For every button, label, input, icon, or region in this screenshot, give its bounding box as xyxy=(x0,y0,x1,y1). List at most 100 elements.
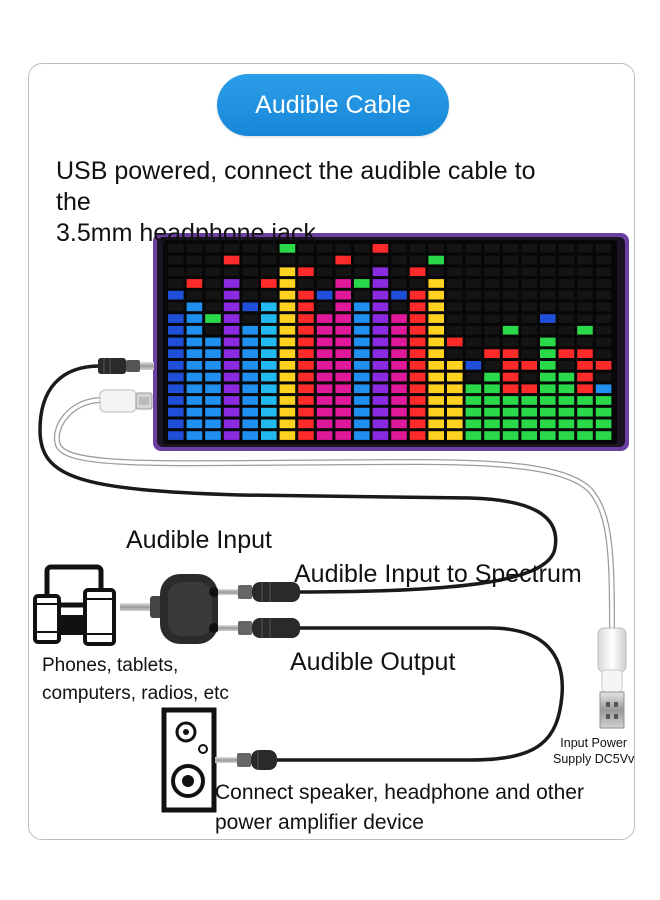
led-cell xyxy=(354,384,370,394)
led-cell xyxy=(391,407,407,417)
led-cell xyxy=(372,279,389,288)
led-cell xyxy=(502,361,519,370)
led-cell xyxy=(354,290,370,300)
led-cell xyxy=(205,431,221,440)
led-cell xyxy=(298,279,314,288)
led-cell xyxy=(242,244,258,253)
usb-plug-icon xyxy=(597,627,627,729)
led-cell xyxy=(558,314,575,323)
led-cell xyxy=(465,302,482,312)
led-cell xyxy=(391,244,407,253)
led-cell xyxy=(335,396,351,405)
led-cell xyxy=(428,325,444,335)
led-cell xyxy=(428,337,444,347)
led-cell xyxy=(223,337,240,347)
led-cell xyxy=(447,349,463,358)
led-cell xyxy=(205,290,221,300)
led-cell xyxy=(186,361,203,370)
led-cell xyxy=(558,255,575,265)
led-cell xyxy=(484,407,500,417)
led-cell xyxy=(242,290,258,300)
led-cell xyxy=(595,302,612,312)
led-cell xyxy=(223,302,240,312)
led-cell xyxy=(447,255,463,265)
led-cell xyxy=(540,325,556,335)
led-cell xyxy=(168,384,184,394)
label-devices-line-2: computers, radios, etc xyxy=(42,683,229,704)
led-cell xyxy=(168,244,184,253)
led-cell xyxy=(521,372,537,382)
led-cell xyxy=(205,407,221,417)
led-cell xyxy=(316,349,333,358)
panel-audio-plug xyxy=(98,358,154,374)
led-peak-cell xyxy=(484,349,500,358)
led-peak-cell xyxy=(577,325,593,335)
led-cell xyxy=(484,267,500,277)
led-cell xyxy=(335,337,351,347)
led-cell xyxy=(521,337,537,347)
led-cell xyxy=(372,290,389,300)
led-cell xyxy=(186,384,203,394)
led-cell xyxy=(391,361,407,370)
led-cell xyxy=(298,244,314,253)
led-peak-cell xyxy=(391,290,407,300)
led-cell xyxy=(409,337,426,347)
led-cell xyxy=(428,384,444,394)
led-cell xyxy=(484,384,500,394)
led-cell xyxy=(372,302,389,312)
led-cell xyxy=(316,267,333,277)
led-cell xyxy=(465,384,482,394)
led-cell xyxy=(577,314,593,323)
led-cell xyxy=(577,431,593,440)
led-cell xyxy=(409,255,426,265)
led-cell xyxy=(577,337,593,347)
led-cell xyxy=(540,290,556,300)
led-cell xyxy=(261,337,277,347)
led-cell xyxy=(279,325,296,335)
led-cell xyxy=(261,244,277,253)
led-cell xyxy=(316,361,333,370)
led-cell xyxy=(391,396,407,405)
led-peak-cell xyxy=(558,349,575,358)
led-cell xyxy=(205,361,221,370)
led-cell xyxy=(447,279,463,288)
led-cell xyxy=(577,396,593,405)
led-cell xyxy=(447,431,463,440)
led-cell xyxy=(242,337,258,347)
phone-icon xyxy=(33,594,61,644)
led-cell xyxy=(502,349,519,358)
led-cell xyxy=(558,419,575,429)
led-cell xyxy=(205,419,221,429)
led-cell xyxy=(168,419,184,429)
led-cell xyxy=(354,372,370,382)
led-cell xyxy=(335,431,351,440)
led-cell xyxy=(279,279,296,288)
led-cell xyxy=(540,396,556,405)
led-cell xyxy=(540,384,556,394)
led-cell xyxy=(354,325,370,335)
led-cell xyxy=(279,384,296,394)
led-cell xyxy=(409,384,426,394)
led-cell xyxy=(205,244,221,253)
led-cell xyxy=(205,384,221,394)
led-cell xyxy=(577,255,593,265)
led-cell xyxy=(279,431,296,440)
led-cell xyxy=(298,384,314,394)
led-cell xyxy=(465,431,482,440)
speaker-input-plug xyxy=(215,750,277,770)
led-cell xyxy=(168,325,184,335)
led-cell xyxy=(223,290,240,300)
led-cell xyxy=(354,349,370,358)
led-cell xyxy=(205,279,221,288)
led-cell xyxy=(391,302,407,312)
speaker-icon xyxy=(161,707,217,813)
led-cell xyxy=(223,372,240,382)
led-cell xyxy=(521,302,537,312)
led-cell xyxy=(409,396,426,405)
led-cell xyxy=(484,302,500,312)
led-cell xyxy=(205,396,221,405)
led-cell xyxy=(409,349,426,358)
led-cell xyxy=(372,407,389,417)
led-cell xyxy=(261,396,277,405)
led-cell xyxy=(558,384,575,394)
